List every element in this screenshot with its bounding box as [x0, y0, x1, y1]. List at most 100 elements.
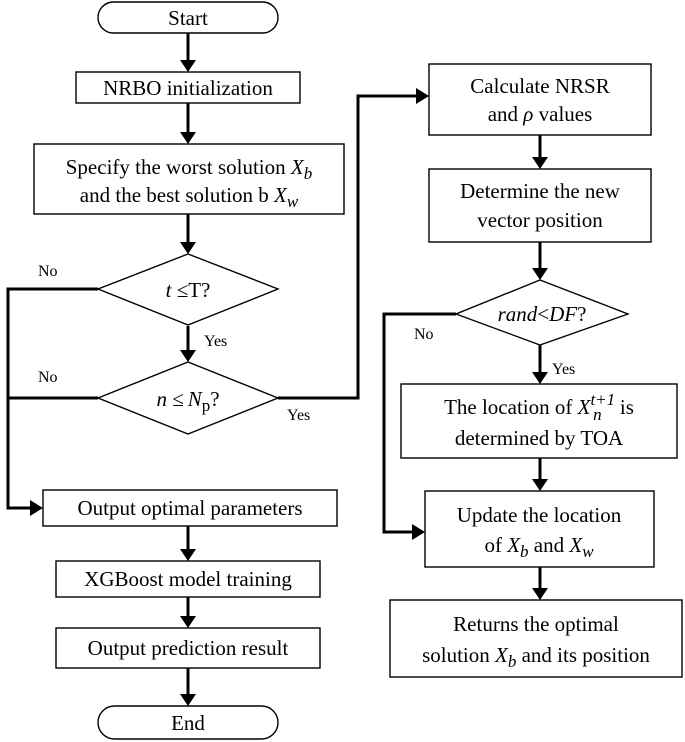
cond-n-sym: N [187, 387, 203, 411]
cond-t-label: t ≤T? [166, 278, 211, 302]
node-end: End [97, 705, 279, 740]
start-terminal [97, 1, 279, 34]
label-yes-t: Yes [204, 333, 227, 350]
arrowhead-cond-t [180, 242, 196, 254]
arrowhead-training [180, 549, 196, 561]
end-terminal [97, 705, 279, 740]
specify-box [33, 143, 345, 215]
update-box [424, 490, 655, 568]
cond-n-var: n [156, 387, 167, 411]
init-box [75, 71, 301, 104]
update-line1: Update the location [457, 503, 622, 527]
cond-rand-label: rand<DF? [498, 302, 587, 326]
location-line1a: The location of [444, 395, 578, 419]
update-symbol-b: X [506, 533, 521, 557]
arrowhead-cond-rand [532, 268, 548, 280]
cond-rand-q: ? [577, 302, 586, 326]
update-line2: of Xb and Xw [484, 533, 594, 561]
update-and: and [529, 533, 570, 557]
worst-solution-symbol: X [290, 155, 305, 179]
training-box [55, 560, 321, 598]
returns-symbol: X [494, 643, 509, 667]
location-line2: determined by TOA [455, 426, 624, 450]
cond-t-rhs: T? [188, 278, 210, 302]
specify-line2: and the best solution b Xw [80, 183, 299, 211]
best-solution-symbol: X [273, 183, 288, 207]
arrowhead-calc [416, 88, 429, 104]
arrowheads [30, 60, 548, 706]
returns-line1: Returns the optimal [453, 612, 619, 636]
update-symbol-w: X [568, 533, 583, 557]
location-box [400, 383, 678, 459]
calc-box [428, 63, 652, 136]
calc-line2b: values [533, 102, 592, 126]
label-no-rand: No [414, 326, 434, 343]
prediction-box [55, 627, 321, 669]
node-determine: Determine the new vector position [428, 168, 652, 243]
prediction-label: Output prediction result [88, 636, 289, 660]
rho-symbol: ρ [522, 102, 533, 126]
node-returns: Returns the optimal solution Xb and its … [389, 599, 683, 678]
node-start: Start [97, 1, 279, 34]
update-subscript-w: w [582, 542, 594, 561]
cond-n-op: ≤ [167, 387, 184, 411]
node-output-params: Output optimal parameters [42, 489, 338, 527]
arrowhead-specify [180, 132, 196, 144]
specify-line2-text: and the best solution b [80, 183, 274, 207]
label-no-n: No [38, 369, 58, 386]
arrowhead-location [532, 372, 548, 384]
start-label: Start [168, 6, 208, 30]
label-no-t: No [38, 263, 58, 280]
label-yes-n: Yes [287, 407, 310, 424]
edge-yes-n-right [278, 94, 418, 400]
cond-rand-diamond [454, 279, 631, 346]
arrowhead-update [532, 479, 548, 491]
calc-line2a: and [488, 102, 524, 126]
arrowhead-update-from-no [412, 524, 425, 540]
determine-line2: vector position [477, 208, 603, 232]
output-params-box [42, 489, 338, 527]
edge-labels: No Yes No Yes No Yes [38, 263, 575, 424]
location-subscript: n [593, 405, 602, 424]
end-label: End [171, 711, 205, 735]
node-training: XGBoost model training [55, 560, 321, 598]
node-init: NRBO initialization [75, 71, 301, 104]
worst-solution-subscript: b [304, 164, 313, 183]
specify-line1-text: Specify the worst solution [66, 155, 291, 179]
node-cond-rand: rand<DF? [454, 279, 631, 346]
returns-line2: solution Xb and its position [422, 643, 650, 671]
output-params-label: Output optimal parameters [77, 496, 302, 520]
cond-n-sub: p [202, 396, 211, 415]
node-specify: Specify the worst solution Xb and the be… [33, 143, 345, 215]
edge-no-rand-loop [382, 312, 456, 534]
training-label: XGBoost model training [84, 567, 292, 591]
arrowhead-determine [532, 157, 548, 169]
node-calc: Calculate NRSR and ρ values [428, 63, 652, 136]
returns-line2a: solution [422, 643, 495, 667]
cond-rand-df: DF [548, 302, 577, 326]
update-subscript-b: b [520, 542, 529, 561]
arrowhead-end [180, 694, 196, 706]
returns-line2b: and its position [516, 643, 650, 667]
best-solution-subscript: w [287, 192, 299, 211]
determine-box [428, 168, 652, 243]
arrowhead-returns [532, 588, 548, 600]
cond-n-label: n ≤Np? [156, 387, 219, 415]
cond-rand-lt: < [537, 302, 549, 326]
cond-n-tail: ? [210, 387, 219, 411]
returns-box [389, 599, 683, 678]
node-prediction: Output prediction result [55, 627, 321, 669]
arrowhead-init [180, 60, 196, 72]
label-yes-rand: Yes [552, 361, 575, 378]
location-line1b: is [615, 395, 634, 419]
cond-rand-rand: rand [498, 302, 538, 326]
calc-line1: Calculate NRSR [470, 74, 609, 98]
cond-t-op: ≤ [171, 278, 188, 302]
location-superscript: t+1 [590, 390, 615, 409]
cond-t-diamond [96, 253, 280, 326]
arrowhead-output [30, 500, 43, 516]
arrowhead-prediction [180, 616, 196, 628]
